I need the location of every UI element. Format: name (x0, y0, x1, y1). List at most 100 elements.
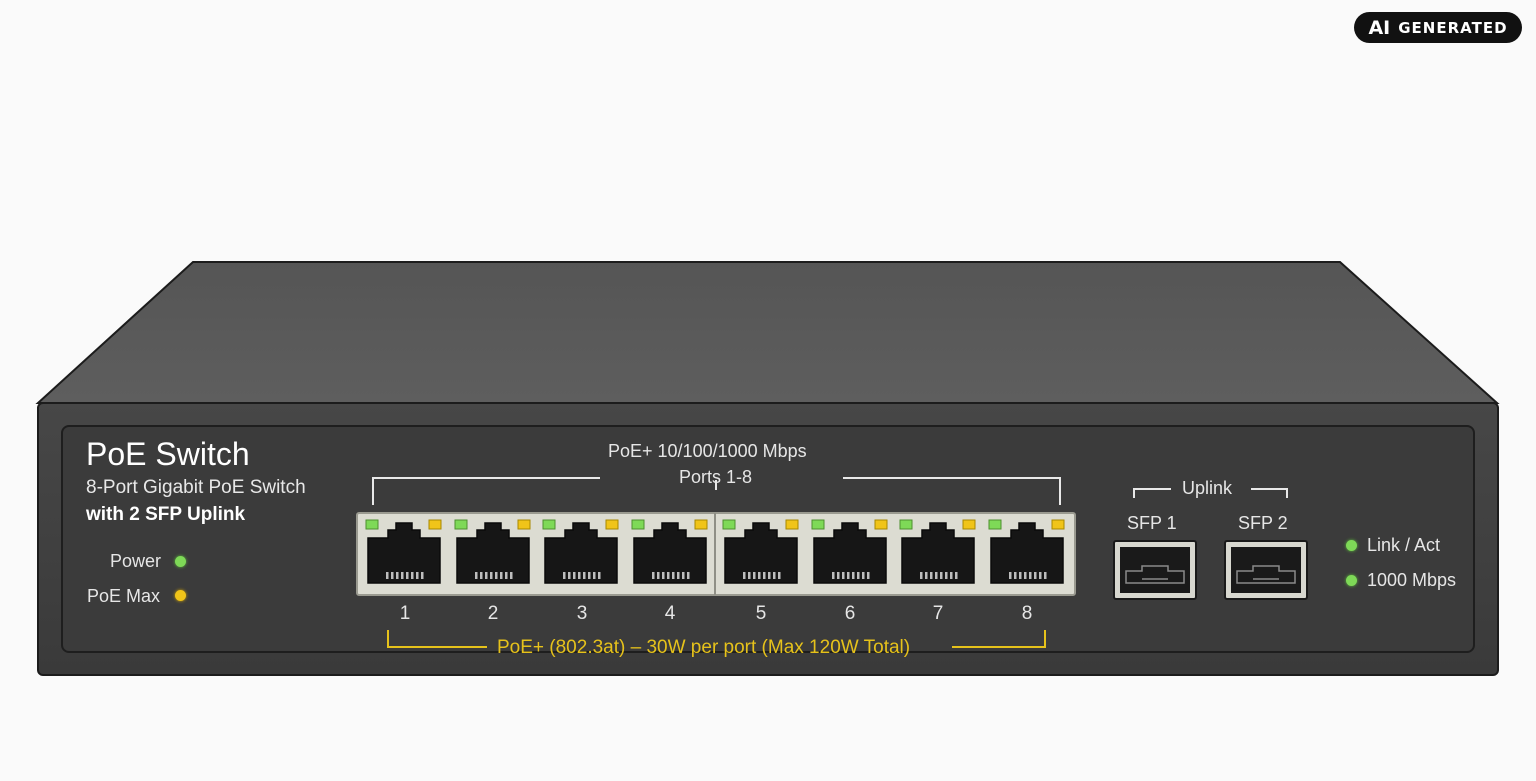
rj45-pin (753, 572, 756, 579)
rj45-port-4[interactable] (631, 519, 708, 584)
rj45-socket (813, 522, 887, 584)
rj45-pin (667, 572, 670, 579)
rj45-pin (1034, 572, 1037, 579)
rj45-socket (544, 522, 618, 584)
port-poe-led (962, 519, 976, 530)
rj45-pin (662, 572, 665, 579)
rj45-pin (743, 572, 746, 579)
rj45-socket (901, 522, 975, 584)
device-subtitle-line1: 8-Port Gigabit PoE Switch (86, 477, 306, 498)
rj45-pin (588, 572, 591, 579)
rj45-pin (687, 572, 690, 579)
rj45-port-1[interactable] (365, 519, 442, 584)
rj45-pin (652, 572, 655, 579)
rj45-pin (490, 572, 493, 579)
rj45-pin (857, 572, 860, 579)
rj45-pin (568, 572, 571, 579)
rj45-pin (1014, 572, 1017, 579)
rj45-pin (847, 572, 850, 579)
rj45-pin (768, 572, 771, 579)
rj45-pin (748, 572, 751, 579)
rj45-pin (867, 572, 870, 579)
power-led (175, 556, 186, 567)
rj45-pin (593, 572, 596, 579)
rj45-pin (1019, 572, 1022, 579)
link-act-led (1346, 540, 1357, 551)
speed-label: 1000 Mbps (1367, 570, 1457, 590)
ports-header-line1: PoE+ 10/100/1000 Mbps (608, 441, 807, 461)
rj45-pin (862, 572, 865, 579)
rj45-pin (1039, 572, 1042, 579)
rj45-pin (1009, 572, 1012, 579)
rj45-pin (682, 572, 685, 579)
rj45-pin (505, 572, 508, 579)
port-poe-led (874, 519, 888, 530)
device-title: PoE Switch (86, 436, 250, 472)
uplink-bracket (1133, 488, 1288, 498)
rj45-pin (1024, 572, 1027, 579)
port-number-5: 5 (755, 603, 767, 624)
rj45-pin (773, 572, 776, 579)
rj45-pin (940, 572, 943, 579)
port-link-led (811, 519, 825, 530)
sfp-port-2[interactable] (1224, 540, 1308, 600)
rj45-pin (421, 572, 424, 579)
rj45-port-2[interactable] (454, 519, 531, 584)
rj45-pin (657, 572, 660, 579)
rj45-pin (778, 572, 781, 579)
device-subtitle-line2: with 2 SFP Uplink (86, 504, 246, 525)
rj45-pin (510, 572, 513, 579)
rj45-pin (1029, 572, 1032, 579)
port-poe-led (1051, 519, 1065, 530)
rj45-pin (578, 572, 581, 579)
port-poe-led (605, 519, 619, 530)
rj45-socket (990, 522, 1064, 584)
port-link-led (454, 519, 468, 530)
rj45-port-7[interactable] (899, 519, 976, 584)
poe-note-bracket (387, 630, 1046, 648)
sfp-opening (1231, 547, 1301, 593)
port-number-2: 2 (487, 603, 499, 624)
rj45-pin (500, 572, 503, 579)
sfp-port-1[interactable] (1113, 540, 1197, 600)
port-number-8: 8 (1021, 603, 1033, 624)
port-link-led (542, 519, 556, 530)
rj45-pin (573, 572, 576, 579)
generated-badge-label: GENERATED (1398, 18, 1508, 37)
rj45-pin (401, 572, 404, 579)
rj45-pin (672, 572, 675, 579)
port-link-led (722, 519, 736, 530)
rj45-pin (598, 572, 601, 579)
rj45-pin (391, 572, 394, 579)
rj45-pin (930, 572, 933, 579)
rj45-pin (925, 572, 928, 579)
poe-max-led (175, 590, 186, 601)
uplink-label: Uplink (1182, 478, 1233, 498)
port-poe-led (517, 519, 531, 530)
port-poe-led (428, 519, 442, 530)
rj45-socket (456, 522, 530, 584)
rj45-port-3[interactable] (542, 519, 619, 584)
rj45-port-5[interactable] (722, 519, 799, 584)
rj45-pin (945, 572, 948, 579)
port-number-7: 7 (932, 603, 944, 624)
rj45-pin (416, 572, 419, 579)
port-poe-led (785, 519, 799, 530)
sfp-opening (1120, 547, 1190, 593)
rj45-pin (406, 572, 409, 579)
sfp-latch (1236, 565, 1296, 584)
rj45-pin (677, 572, 680, 579)
port-link-led (899, 519, 913, 530)
rj45-pin (495, 572, 498, 579)
rj45-pin (842, 572, 845, 579)
rj45-port-6[interactable] (811, 519, 888, 584)
port-link-led (631, 519, 645, 530)
rj45-port-8[interactable] (988, 519, 1065, 584)
poe-max-indicator-label: PoE Max (87, 586, 161, 606)
port-number-1: 1 (399, 603, 411, 624)
rj45-pin (955, 572, 958, 579)
sfp1-label: SFP 1 (1127, 513, 1177, 533)
rj45-pin (950, 572, 953, 579)
ports-header-bracket (372, 477, 1061, 505)
